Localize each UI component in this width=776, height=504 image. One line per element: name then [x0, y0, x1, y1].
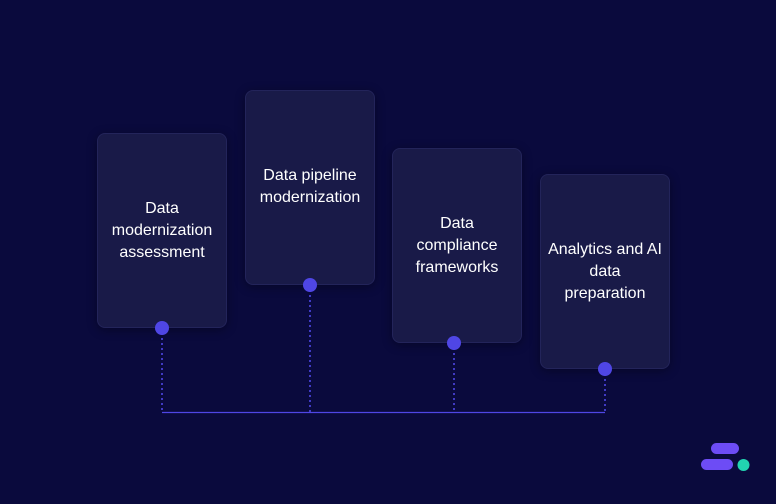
card-data-pipeline-modernization: Data pipeline modernization	[245, 90, 375, 285]
card-data-compliance-frameworks: Data compliance frameworks	[392, 148, 522, 343]
connector-dot-1	[155, 321, 169, 335]
card-data-modernization-assessment: Data modernization assessment	[97, 133, 227, 328]
connector-dot-3	[447, 336, 461, 350]
card-label: Data compliance frameworks	[415, 214, 499, 276]
card-analytics-ai-data-preparation: Analytics and AI data preparation	[540, 174, 670, 369]
card-label: Data modernization assessment	[111, 199, 213, 261]
connector-dot-2	[303, 278, 317, 292]
card-label: Data pipeline modernization	[259, 167, 361, 206]
card-label: Analytics and AI data preparation	[548, 240, 662, 302]
connector-dot-4	[598, 362, 612, 376]
